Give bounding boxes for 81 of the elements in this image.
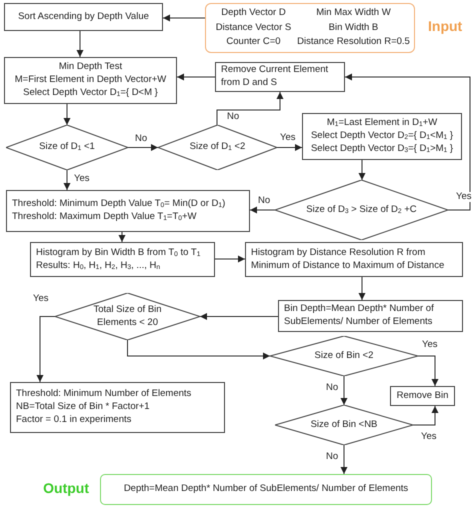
- edge-label: No: [257, 196, 272, 206]
- arrow: [118, 232, 126, 242]
- arrow: [214, 256, 246, 262]
- decision-diamond: [6, 125, 128, 170]
- arrow: [250, 206, 276, 214]
- edge-label: Yes: [73, 174, 90, 184]
- node-text: Remove Bin: [396, 390, 448, 402]
- process-box: [30, 242, 215, 277]
- decision-diamond: [275, 405, 413, 445]
- node-text: NB=Total Size of Bin * Factor+1: [16, 401, 150, 414]
- node-text: M$_{1}$=Last Element in D$_{1}$+W: [326, 117, 438, 130]
- node-text: Distance Vector S: [216, 22, 292, 34]
- decision-text: Size of Bin <NB: [310, 418, 378, 432]
- arrow: [200, 313, 278, 320]
- node-text: Select Depth Vector D$_{3}$={ D$_{1}$>M$_{1}$ }: [310, 142, 454, 156]
- edge-label: Yes: [420, 432, 438, 442]
- process-box: [390, 386, 455, 406]
- node-text: Bin Width B: [328, 22, 378, 34]
- node-text: Min Depth Test: [58, 61, 122, 74]
- decision-text: Size of D$_{1}$ <1: [39, 141, 95, 154]
- node-text: Select Depth Vector D$_{2}$={ D$_{1}$<M$_{1}$ }: [310, 130, 454, 143]
- arrow: [176, 74, 216, 80]
- edge-label: No: [226, 112, 240, 122]
- edge-label: Yes: [421, 340, 438, 350]
- arrow: [162, 14, 206, 22]
- arrow: [76, 30, 84, 58]
- process-box: [215, 62, 345, 92]
- node-text: Threshold: Minimum Number of Elements: [16, 388, 192, 402]
- node-text: Depth=Mean Depth* Number of SubElements/ Number of Elements: [124, 483, 408, 496]
- node-text: Histogram by Bin Width B from T$_{0}$ to T$_{1}$: [36, 246, 200, 260]
- decision-diamond: [55, 293, 200, 340]
- process-box: [6, 190, 250, 232]
- io-label: Input: [428, 18, 462, 34]
- decision-text: Size of D$_{3}$ > Size of D$_{2}$ +C: [306, 204, 417, 216]
- arrow: [358, 160, 366, 180]
- arrow: [340, 376, 348, 406]
- arrow: [128, 144, 158, 151]
- node-text: Histogram by Distance Resolution R from Minimum of Distance to Maximum of Distance: [251, 246, 446, 272]
- io-label: Output: [43, 480, 89, 496]
- decision-diamond: [275, 180, 448, 240]
- edge-label: Yes: [279, 133, 296, 144]
- node-text: Depth Vector D: [221, 6, 286, 20]
- node-text: Distance Resolution R=0.5: [297, 36, 410, 50]
- arrow: [64, 170, 70, 190]
- edge-label: No: [134, 134, 148, 144]
- process-box: [4, 3, 163, 31]
- node-text: Remove Current Element from D and S: [221, 64, 330, 90]
- decision-text: Total Size of Bin Elements < 20: [92, 304, 163, 330]
- decision-diamond: [158, 125, 277, 170]
- node-text: Select Depth Vector D$_{1}$={ D<M }: [23, 86, 158, 100]
- arrow: [412, 406, 438, 426]
- process-box: [4, 57, 177, 104]
- arrow: [127, 340, 270, 360]
- arrow: [418, 356, 438, 386]
- arrow: [358, 276, 366, 300]
- arrow: [36, 316, 56, 382]
- process-box: [10, 382, 225, 433]
- node-text: Threshold: Minimum Depth Value T$_{0}$= Min(D or D$_{1}$): [12, 198, 226, 211]
- arrow: [216, 92, 284, 126]
- node-text: Sort Ascending by Depth Value: [18, 10, 149, 24]
- edge-label: No: [325, 452, 340, 462]
- process-box: [245, 242, 463, 277]
- node-text: Threshold: Maximum Depth Value T$_{1}$=T$_{0}$+W: [12, 211, 196, 224]
- arrow: [344, 74, 470, 210]
- edge-label: No: [325, 383, 340, 394]
- edge-label: Yes: [455, 192, 472, 202]
- node-text: Results: H$_{0}$, H$_{1}$, H$_{2}$, H$_{3}$, ..., H$_{n}$: [36, 260, 160, 272]
- node-text: M=First Element in Depth Vector+W: [14, 74, 166, 87]
- arrow: [276, 144, 302, 151]
- decision-diamond: [270, 336, 418, 376]
- process-box: [278, 300, 463, 332]
- node-text: Bin Depth=Mean Depth* Number of SubElements/ Number of Elements: [284, 303, 435, 329]
- arrow: [340, 444, 348, 474]
- edge-label: Yes: [32, 294, 50, 304]
- decision-text: Size of Bin <2: [314, 350, 374, 362]
- decision-text: Size of D$_{1}$ <2: [190, 141, 246, 154]
- process-box: [302, 113, 462, 160]
- node-text: Counter C=0: [226, 36, 281, 50]
- arrow: [64, 104, 70, 126]
- node-text: Min Max Width W: [316, 6, 391, 20]
- node-text: Factor = 0.1 in experiments: [16, 414, 132, 427]
